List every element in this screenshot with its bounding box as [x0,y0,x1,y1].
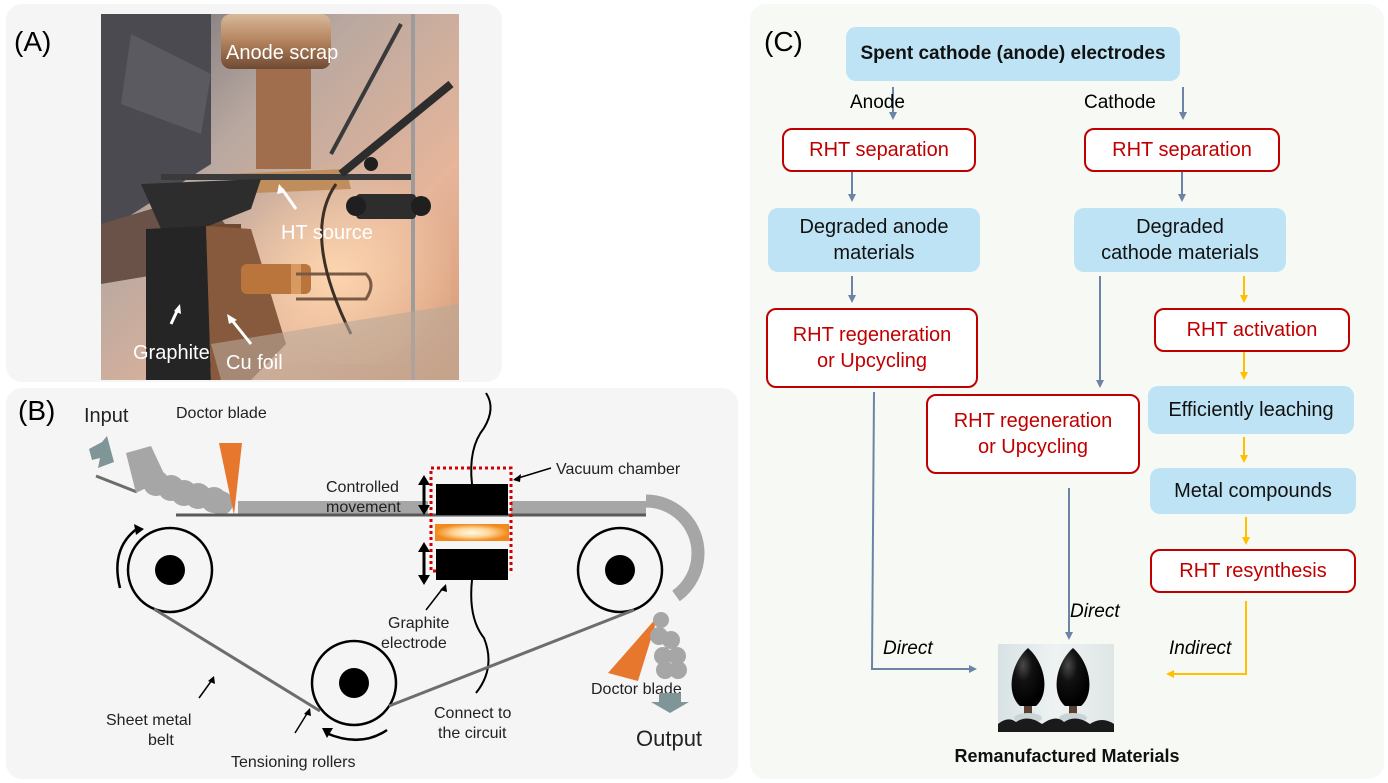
tension-pointer-head [304,708,311,716]
label-output: Output [636,726,702,751]
wire-top [470,392,492,485]
label-belt: belt [148,732,174,749]
box-spent-electrodes: Spent cathode (anode) electrodes [846,27,1180,81]
arrow-ht-source-head [277,184,286,194]
wire-bottom [470,579,490,694]
panel-a: (A) [6,4,502,382]
panel-b: (B) Input Doctor blade [6,388,738,779]
label-tensioning-rollers: Tensioning rollers [231,754,356,771]
rotation-arrow-tension-head [322,728,333,738]
vacuum-chamber-pointer [514,467,552,480]
box-cathode-regeneration: RHT regeneration or Upcycling [926,394,1140,474]
belt-pointer [198,679,213,699]
doctor-blade-bottom [608,616,658,681]
label-anode: Anode [850,92,905,113]
label-electrode: electrode [381,635,447,652]
rotation-arrow-left-head [134,524,144,535]
graphite-electrode-bottom [436,549,508,580]
box-rht-resynthesis: RHT resynthesis [1150,549,1356,593]
box-degraded-cathode: Degraded cathode materials [1074,208,1286,272]
belt-pointer-head [208,676,215,684]
label-cathode: Cathode [1084,92,1156,113]
cathode-regen-line2: or Upcycling [977,436,1089,458]
coated-film-after [511,501,646,514]
cathode-regen-line1: RHT regeneration [953,410,1113,432]
output-powder [650,612,687,679]
label-graphite: Graphite [133,342,210,364]
degraded-anode-line2: materials [833,242,915,264]
panel-a-label: (A) [14,26,52,57]
input-arrow-icon [89,436,114,468]
panel-b-label: (B) [18,395,55,426]
label-indirect: Indirect [1169,638,1232,659]
label-direct-left: Direct [883,638,933,659]
box-degraded-anode: Degraded anode materials [768,208,980,272]
label-vacuum-chamber: Vacuum chamber [556,461,681,478]
flow-arrows [848,87,1250,678]
roll-to-roll-schematic: (B) Input Doctor blade [18,392,705,771]
box-cathode-rht-separation: RHT separation [1084,128,1280,172]
label-cu-foil: Cu foil [226,352,283,374]
label-graphite: Graphite [388,615,449,632]
anode-regen-line1: RHT regeneration [792,324,952,346]
anode-regen-line2: or Upcycling [816,350,928,372]
arrow-graphite-head [174,304,181,314]
remanufactured-materials-photo [998,644,1114,732]
box-efficiently-leaching: Efficiently leaching [1148,386,1354,434]
belt-lower-right [388,608,635,708]
arrow-indirect [1166,601,1247,678]
rotation-arrow-left [116,526,139,589]
panel-c: (C) Spent cathode (anod [750,4,1384,779]
label-ht-source: HT source [281,222,373,244]
label-controlled: Controlled [326,479,399,496]
coated-film-curve [645,494,705,602]
arrow-anode-direct [870,391,977,673]
flask-left [1011,648,1045,706]
belt-lower-left [153,607,321,713]
vacuum-chamber-pointer-head [513,474,521,482]
label-sheet-metal: Sheet metal [106,712,191,729]
label-doctor-blade-top: Doctor blade [176,405,267,422]
label-input: Input [84,405,129,427]
box-rht-activation: RHT activation [1154,308,1350,352]
flask-right [1056,648,1090,706]
degraded-anode-line1: Degraded anode [799,216,949,238]
degraded-cathode-line1: Degraded [1136,216,1224,238]
output-arrow-icon [651,693,689,713]
box-anode-regeneration: RHT regeneration or Upcycling [766,308,978,388]
rotation-arrow-tension [325,728,388,742]
input-chute [95,474,138,494]
experimental-setup-photo: Anode scrap HT source Graphite Cu foil [101,14,459,380]
heating-zone-glow [435,524,509,541]
arrow-cu-foil-head [227,314,237,324]
slurry-feed [126,446,233,515]
label-anode-scrap: Anode scrap [226,42,338,64]
doctor-blade-top [219,443,242,515]
electrode-pointer-head [440,584,447,592]
coated-film [238,501,428,514]
tension-pointer [294,711,309,734]
panel-c-label: (C) [764,26,803,57]
arrow-cu-foil [229,318,253,345]
electrode-pointer [425,587,444,611]
controlled-movement-arrows [418,475,430,585]
graphite-electrode-top [436,484,508,515]
box-metal-compounds: Metal compounds [1150,468,1356,514]
roller-right [576,526,664,614]
box-anode-rht-separation: RHT separation [782,128,976,172]
roller-tension [310,639,398,727]
roller-left [126,526,214,614]
label-the-circuit: the circuit [438,725,507,742]
label-remanufactured-materials: Remanufactured Materials [954,746,1180,766]
label-connect-to: Connect to [434,705,511,722]
label-movement: movement [326,499,401,516]
degraded-cathode-line2: cathode materials [1101,242,1259,264]
label-direct-center: Direct [1070,601,1120,622]
